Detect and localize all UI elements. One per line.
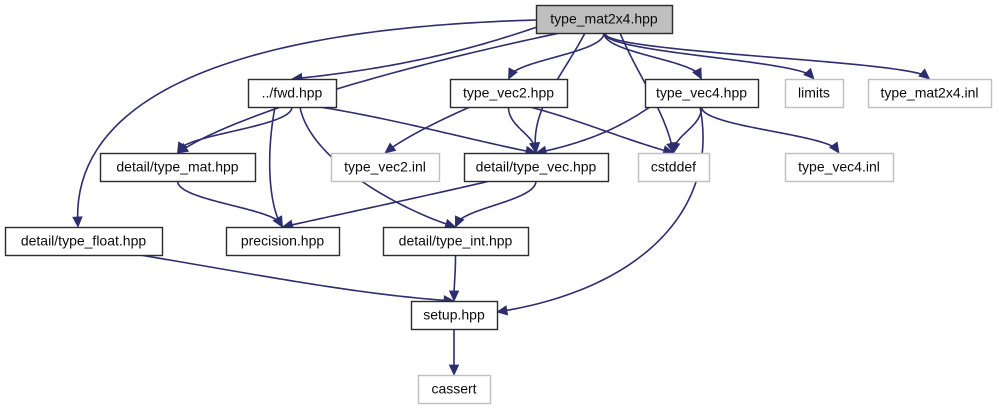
edge-arrowhead [448, 364, 460, 376]
edge-arrowhead [803, 67, 815, 80]
node-box[interactable] [463, 152, 610, 183]
node-box[interactable] [449, 78, 569, 109]
edge-arrowhead [384, 142, 397, 154]
node-type_mat2x4_inl[interactable]: type_mat2x4.inl [867, 78, 993, 109]
edge-type_mat2x4_hpp-to-limits [603, 32, 809, 75]
node-detail_type_vec[interactable]: detail/type_vec.hpp [463, 152, 610, 183]
edge-detail_type_int-to-setup_hpp [453, 255, 457, 293]
node-cassert[interactable]: cassert [417, 374, 492, 405]
node-fwd_hpp[interactable]: ../fwd.hpp [247, 78, 338, 109]
edge-fwd_hpp-to-detail_type_mat [182, 106, 293, 148]
edge-arrowhead [529, 141, 540, 154]
edge-type_vec4_hpp-to-detail_type_vec [544, 106, 651, 153]
edge-type_vec2_hpp-to-cstddef [529, 106, 666, 152]
edge-type_mat2x4_hpp-to-type_vec2_hpp [512, 32, 605, 73]
edge-detail_type_float-to-setup_hpp [139, 254, 446, 302]
edge-arrowhead [496, 305, 509, 316]
node-detail_type_int[interactable]: detail/type_int.hpp [382, 226, 530, 257]
edge-arrowhead [828, 141, 840, 154]
node-box[interactable] [535, 4, 674, 35]
edge-type_mat2x4_hpp-to-detail_type_mat [184, 32, 561, 150]
node-setup_hpp[interactable]: setup.hpp [410, 300, 499, 331]
edge-type_vec4_hpp-to-cstddef [674, 106, 703, 146]
edge-arrowhead [272, 215, 283, 228]
edge-detail_type_vec-to-precision_hpp [290, 180, 491, 226]
edge-type_mat2x4_hpp-to-type_vec4_hpp [603, 32, 698, 73]
node-box[interactable] [867, 78, 993, 109]
edge-type_vec2_hpp-to-type_vec2_inl [391, 106, 471, 149]
node-box[interactable] [637, 152, 711, 183]
edge-arrowhead [918, 68, 931, 80]
node-box[interactable] [644, 78, 760, 109]
node-box[interactable] [247, 78, 338, 109]
node-type_vec2_hpp[interactable]: type_vec2.hpp [449, 78, 569, 109]
edge-type_mat2x4_hpp-to-type_mat2x4_inl [603, 32, 923, 76]
node-detail_type_float[interactable]: detail/type_float.hpp [4, 226, 164, 257]
node-box[interactable] [417, 374, 492, 405]
edge-arrowhead [670, 141, 681, 154]
node-limits[interactable]: limits [784, 78, 845, 109]
node-box[interactable] [410, 300, 499, 331]
edge-arrowhead [448, 290, 460, 302]
edge-fwd_hpp-to-detail_type_vec [319, 106, 528, 153]
edge-type_mat2x4_hpp-to-detail_type_float [76, 19, 537, 219]
node-box[interactable] [330, 152, 441, 183]
node-type_vec4_inl[interactable]: type_vec4.inl [784, 152, 895, 183]
edge-fwd_hpp-to-precision_hpp [268, 106, 280, 220]
node-cstddef[interactable]: cstddef [637, 152, 711, 183]
edge-type_vec2_hpp-to-detail_type_vec [507, 106, 535, 146]
edge-layer [72, 19, 931, 376]
node-type_vec2_inl[interactable]: type_vec2.inl [330, 152, 441, 183]
edge-type_mat2x4_hpp-to-fwd_hpp [300, 25, 541, 79]
node-type_vec4_hpp[interactable]: type_vec4.hpp [644, 78, 760, 109]
node-box[interactable] [99, 152, 257, 183]
edge-arrowhead [454, 215, 465, 228]
node-box[interactable] [784, 78, 845, 109]
edge-detail_type_vec-to-detail_type_int [459, 180, 537, 221]
edge-arrowhead [177, 141, 188, 154]
edge-arrowhead [72, 216, 83, 228]
edge-type_vec4_hpp-to-type_vec4_inl [700, 106, 835, 148]
node-box[interactable] [4, 226, 164, 257]
node-detail_type_mat[interactable]: detail/type_mat.hpp [99, 152, 257, 183]
edge-detail_type_mat-to-precision_hpp [176, 180, 279, 222]
node-box[interactable] [382, 226, 530, 257]
node-precision_hpp[interactable]: precision.hpp [225, 226, 341, 257]
node-type_mat2x4_hpp[interactable]: type_mat2x4.hpp [535, 4, 674, 35]
edge-arrowhead [508, 67, 518, 80]
node-box[interactable] [225, 226, 341, 257]
node-box[interactable] [784, 152, 895, 183]
edge-arrowhead [692, 67, 702, 80]
